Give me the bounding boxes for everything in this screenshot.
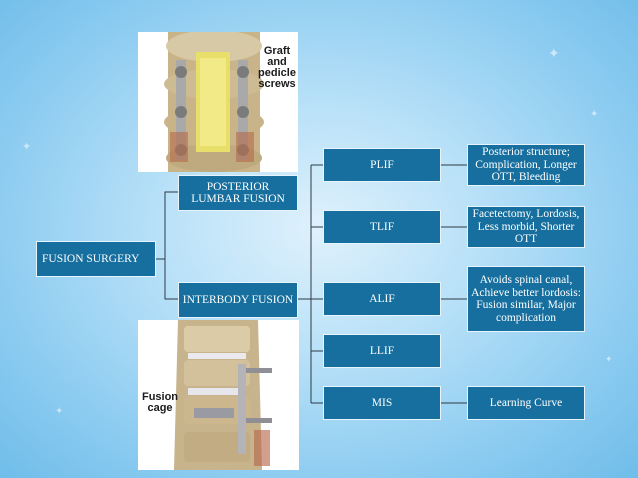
- label-line: pedicle: [258, 67, 296, 79]
- root-label: FUSION SURGERY: [42, 252, 140, 265]
- technique-box-tlif: TLIF: [323, 210, 441, 244]
- note-box-plif: Posterior structure; Complication, Longe…: [467, 144, 585, 186]
- branch-box-posterior: POSTERIOR LUMBAR FUSION: [178, 175, 298, 211]
- technique-box-llif: LLIF: [323, 334, 441, 368]
- technique-box-plif: PLIF: [323, 148, 441, 182]
- graft-screws-label: Graft and pedicle screws: [256, 46, 298, 90]
- technique-label: TLIF: [369, 220, 395, 233]
- technique-label: PLIF: [370, 158, 394, 171]
- branch-label: INTERBODY FUSION: [182, 293, 294, 306]
- note-text: Avoids spinal canal, Achieve better lord…: [471, 274, 581, 324]
- technique-label: ALIF: [369, 292, 395, 305]
- decorative-star-icon: ✦: [548, 47, 560, 62]
- spine-lateral-view-icon: [138, 320, 299, 470]
- note-box-mis: Learning Curve: [467, 386, 585, 420]
- technique-label: MIS: [371, 396, 393, 409]
- note-text: Learning Curve: [489, 396, 563, 409]
- decorative-star-icon: ✦: [605, 354, 613, 364]
- note-text: Posterior structure; Complication, Longe…: [475, 146, 577, 184]
- label-line: cage: [147, 402, 173, 414]
- technique-box-mis: MIS: [323, 386, 441, 420]
- decorative-star-icon: ✦: [55, 406, 64, 417]
- branch-box-interbody: INTERBODY FUSION: [178, 282, 298, 318]
- note-box-alif: Avoids spinal canal, Achieve better lord…: [467, 266, 585, 332]
- spine-graft-illustration: Graft and pedicle screws: [138, 32, 298, 172]
- spine-posterior-view-icon: [138, 32, 298, 172]
- technique-label: LLIF: [369, 344, 395, 357]
- note-box-tlif: Facetectomy, Lordosis, Less morbid, Shor…: [467, 206, 585, 248]
- decorative-star-icon: ✦: [22, 141, 32, 153]
- label-line: Graft: [263, 45, 291, 57]
- technique-box-alif: ALIF: [323, 282, 441, 316]
- decorative-star-icon: ✦: [590, 109, 599, 120]
- label-line: Fusion: [141, 391, 179, 403]
- note-text: Facetectomy, Lordosis, Less morbid, Shor…: [472, 208, 580, 246]
- fusion-cage-label: Fusion cage: [138, 392, 182, 414]
- fusion-cage-illustration: Fusion cage: [138, 320, 299, 470]
- label-line: screws: [258, 78, 296, 90]
- root-box-fusion-surgery: FUSION SURGERY: [36, 241, 156, 277]
- label-line: and: [267, 56, 287, 68]
- branch-label: POSTERIOR LUMBAR FUSION: [191, 180, 285, 206]
